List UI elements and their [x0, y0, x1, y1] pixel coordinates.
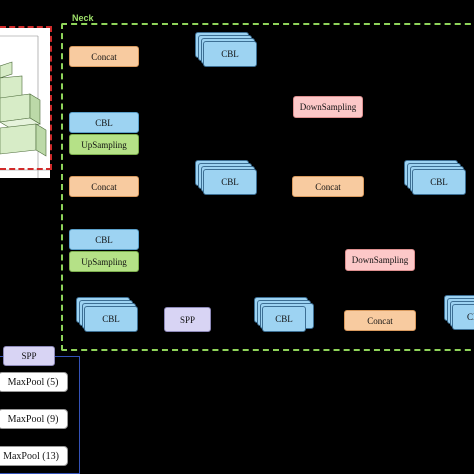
cbl-stack-6-label: CBL [452, 304, 474, 330]
cbl-block-1: CBL [69, 112, 139, 133]
cbl-stack-1: CBL [195, 32, 257, 70]
maxpool-13: MaxPool (13) [0, 446, 68, 466]
backbone-dashed-frame [0, 26, 52, 170]
cbl-stack-5-label: CBL [262, 306, 306, 332]
cbl-stack-3-label: CBL [412, 169, 466, 195]
cbl-stack-4-label: CBL [84, 306, 138, 332]
cbl-stack-5: CBL [254, 297, 316, 335]
concat-block-1: Concat [69, 46, 139, 67]
neck-label: Neck [72, 13, 94, 23]
cbl-block-2: CBL [69, 229, 139, 250]
spp-block: SPP [164, 307, 211, 332]
upsampling-block-2: UpSampling [69, 251, 139, 272]
maxpool-9: MaxPool (9) [0, 409, 68, 429]
backbone-illustration [0, 28, 50, 178]
concat-block-4: Concat [344, 310, 416, 331]
downsampling-block-1: DownSampling [293, 96, 363, 118]
maxpool-5: MaxPool (5) [0, 372, 68, 392]
neck-dashed-frame [61, 23, 474, 351]
concat-block-3: Concat [292, 176, 364, 197]
spp-panel-title: SPP [3, 346, 55, 366]
cbl-stack-4: CBL [76, 297, 138, 335]
cbl-stack-2: CBL [195, 160, 257, 198]
cbl-stack-3: CBL [404, 160, 466, 198]
cbl-stack-2-label: CBL [203, 169, 257, 195]
cbl-stack-1-label: CBL [203, 41, 257, 67]
upsampling-block-1: UpSampling [69, 134, 139, 155]
downsampling-block-2: DownSampling [345, 249, 415, 271]
concat-block-2: Concat [69, 176, 139, 197]
cbl-stack-6: CBL [444, 295, 474, 333]
